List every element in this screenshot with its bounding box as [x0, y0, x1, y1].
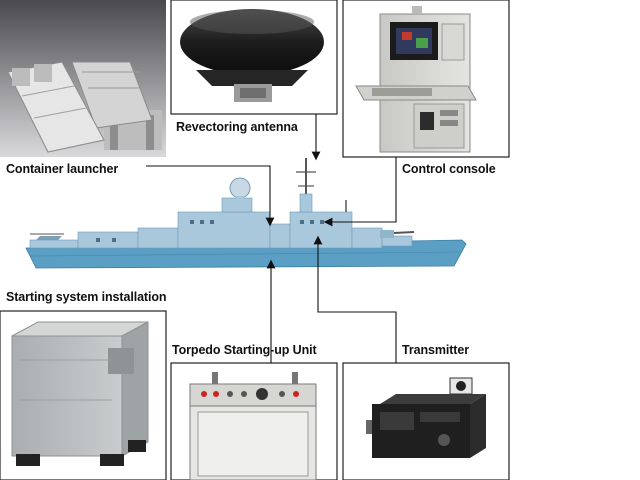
radio-transmitter-icon: [366, 377, 486, 458]
label-torpedo-unit: Torpedo Starting-up Unit: [172, 343, 317, 357]
control-console-panel: [342, 0, 510, 158]
connector-transmitter: [313, 235, 397, 363]
label-container-launcher: Container launcher: [6, 162, 119, 176]
diagram-graphics: [0, 0, 510, 480]
connector-container-launcher: [146, 165, 275, 227]
container-launcher-image: [0, 0, 166, 157]
torpedo-unit-panel: [170, 362, 338, 480]
connector-control-console: [323, 157, 397, 227]
label-starting-system: Starting system installation: [6, 290, 167, 304]
equipment-cabinet-icon: [11, 321, 149, 466]
connector-lines: [146, 114, 397, 363]
label-revectoring-antenna: Revectoring antenna: [176, 120, 298, 134]
missile-container-launcher-icon: [7, 61, 162, 153]
label-control-console: Control console: [402, 162, 496, 176]
transmitter-panel: [342, 362, 510, 480]
control-panel-cabinet-icon: [189, 372, 317, 480]
starting-system-panel: [0, 310, 167, 480]
ship-systems-diagram: Container launcher Revectoring antenna C…: [0, 0, 510, 480]
control-console-computer-icon: [355, 6, 477, 153]
radar-dome-antenna-icon: [180, 9, 324, 102]
revectoring-antenna-panel: [170, 0, 338, 115]
label-transmitter: Transmitter: [402, 343, 469, 357]
